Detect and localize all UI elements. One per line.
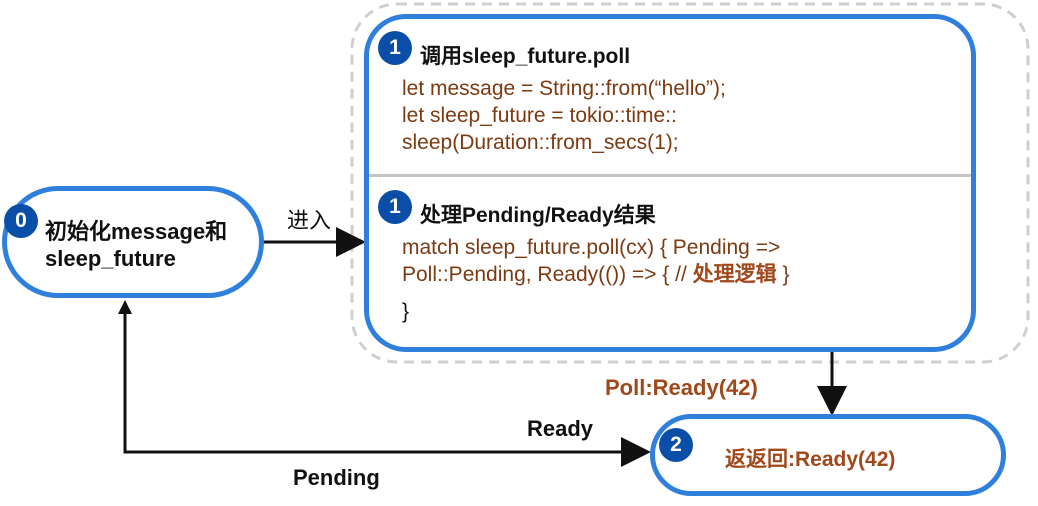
handle-code-line: } <box>402 300 410 323</box>
ready-label: Ready <box>527 416 594 441</box>
badge-2: 2 <box>659 428 693 462</box>
handle-code-close: } <box>776 263 790 286</box>
badge-1-poll: 1 <box>378 31 412 65</box>
pending-ready-arrow <box>123 306 651 467</box>
return-node-text: 返返回:Ready(42) <box>725 448 896 471</box>
init-node-line2: sleep_future <box>45 246 176 271</box>
enter-label: 进入 <box>287 208 332 233</box>
handle-code-line: Poll::Pending, Ready(()) => { // 处理逻辑 } <box>402 261 790 288</box>
poll-code-line: let sleep_future = tokio::time:: <box>402 104 677 127</box>
pending-label: Pending <box>293 465 380 490</box>
poll-code-line: let message = String::from(“hello”); <box>402 77 726 100</box>
badge-0: 0 <box>4 204 38 238</box>
handle-section-title: 处理Pending/Ready结果 <box>420 204 656 227</box>
poll-code-line: sleep(Duration::from_secs(1); <box>402 131 679 154</box>
dashed-group-outline <box>350 2 1030 364</box>
section-divider <box>369 174 971 177</box>
init-node <box>2 186 264 298</box>
poll-ready-label: Poll:Ready(42) <box>605 375 758 400</box>
pending-up-arrowhead <box>118 300 132 314</box>
handle-code-text: Poll::Pending, Ready(()) => { // <box>402 263 693 286</box>
handle-code-comment: 处理逻辑 <box>692 263 777 286</box>
poll-section-title: 调用sleep_future.poll <box>420 45 631 68</box>
return-node <box>650 414 1006 496</box>
poll-state-node <box>364 14 976 352</box>
badge-1-handle: 1 <box>378 190 412 224</box>
handle-code-line: match sleep_future.poll(cx) { Pending => <box>402 236 781 259</box>
init-node-line1: 初始化message和 <box>45 219 228 244</box>
